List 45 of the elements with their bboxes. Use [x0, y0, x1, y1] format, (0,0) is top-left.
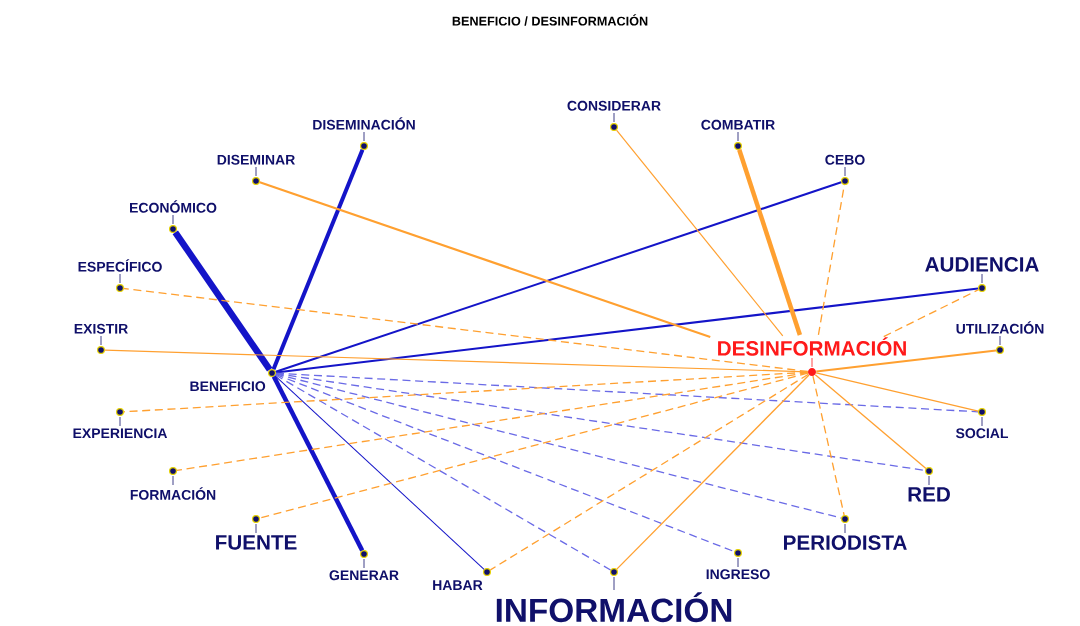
keyword-label: HABAR: [433, 580, 483, 590]
keyword-label: RED: [908, 487, 950, 502]
connector-line: [104, 349, 809, 373]
keyword-label: GENERAR: [329, 570, 399, 581]
keyword-label: CONSIDERAR: [567, 100, 661, 111]
keyword-label: ESPECÍFICO: [78, 259, 162, 272]
keyword-label: EXPERIENCIA: [73, 428, 168, 439]
connector-line: [615, 129, 784, 337]
keyword-label: FUENTE: [216, 535, 297, 550]
keyword-label: AUDIENCIA: [925, 257, 1039, 272]
keyword-label: SOCIAL: [955, 428, 1008, 439]
connector-line: [812, 375, 845, 516]
connector-line: [815, 372, 979, 412]
keyword-label: DISEMINAR: [217, 154, 295, 165]
keyword-label: INFORMACIÓN: [496, 592, 732, 623]
connector-line: [737, 149, 803, 336]
keyword-label: ECONÓMICO: [130, 200, 217, 213]
connector-line: [274, 181, 843, 373]
connector-line: [815, 349, 998, 373]
connector-line: [275, 287, 979, 374]
connector-line: [275, 373, 735, 553]
connector-line: [274, 374, 612, 571]
keyword-label: FORMACIÓN: [130, 487, 216, 500]
keyword-label: COMBATIR: [701, 119, 775, 130]
keyword-label: CEBO: [825, 154, 865, 165]
keyword-label: DESINFORMACIÓN: [718, 337, 906, 356]
keyword-label: DISEMINACIÓN: [313, 117, 415, 130]
connector-line: [271, 148, 365, 371]
connector-line: [259, 181, 711, 339]
connector-line: [883, 289, 980, 338]
keyword-label: EXISTIR: [74, 323, 128, 334]
keyword-label: INGRESO: [706, 569, 770, 580]
connector-line: [489, 373, 810, 571]
keyword-label: UTILIZACIÓN: [956, 321, 1044, 334]
connector-line: [172, 230, 273, 372]
keyword-label: BENEFICIO: [190, 381, 266, 392]
connector-line: [176, 372, 809, 472]
keyword-label: PERIODISTA: [784, 535, 907, 550]
connector-line: [275, 372, 926, 472]
connector-line: [271, 375, 365, 552]
connector-line: [616, 374, 810, 570]
connector-line: [123, 371, 809, 413]
connector-line: [814, 374, 927, 470]
chart-title: BENEFICIO / DESINFORMACIÓN: [452, 14, 648, 26]
connector-line: [274, 375, 485, 570]
